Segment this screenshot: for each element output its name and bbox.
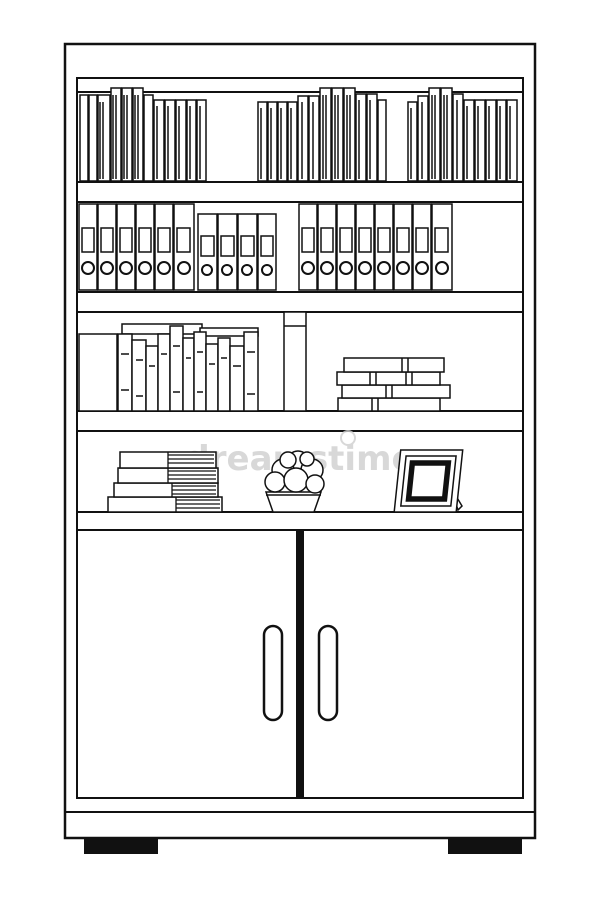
book [297,95,309,182]
shelf-divider-panel [283,311,307,412]
book [164,99,176,182]
book [79,94,89,182]
book-group-right [407,87,518,182]
book [143,94,154,182]
book [417,95,429,182]
book [407,101,418,182]
book [485,99,497,182]
book [257,101,268,182]
watermark-logo-icon [340,430,356,446]
book [97,94,111,182]
door-divider [296,530,304,798]
horizontal-book-stack [336,357,451,412]
right-door-handle[interactable] [317,624,339,722]
shelf-2-binders [78,203,453,291]
shelf-board-1 [76,181,524,203]
book [506,99,518,182]
book [196,99,207,182]
shelf-board-3 [76,410,524,432]
book [287,101,298,182]
book [277,101,288,182]
book-stack [107,451,223,513]
book [452,93,464,182]
potted-plant-icon [264,450,325,513]
book-box-back [78,333,118,412]
shelf-4-contents [107,449,464,513]
book [496,99,507,182]
book [88,94,98,182]
left-door-handle[interactable] [262,624,284,722]
book [474,99,486,182]
right-foot [448,838,522,854]
book [366,93,378,182]
book [308,95,320,182]
shelf-boards [76,77,524,531]
book [463,99,475,182]
binder-group-left [78,203,195,291]
book-group-left [79,87,207,182]
binder-ring-holes [81,261,191,275]
book-group-middle [257,87,387,182]
right-cabinet-door[interactable] [302,529,524,799]
picture-frame-icon [393,449,464,513]
upright-books [117,323,259,412]
left-foot [84,838,158,854]
book [377,99,387,182]
book [267,101,278,182]
book [175,99,187,182]
shelf-board-4 [76,511,524,531]
shelf-board-2 [76,291,524,313]
cabinet-doors [76,529,524,799]
shelf-3-contents [78,311,451,412]
shelf-1-books [79,87,518,182]
left-cabinet-door[interactable] [76,529,298,799]
shelf-top-board [76,77,524,93]
book [153,99,165,182]
book [355,93,367,182]
binder-group-middle [197,213,277,291]
book [186,99,197,182]
binder-group-right [298,203,453,291]
